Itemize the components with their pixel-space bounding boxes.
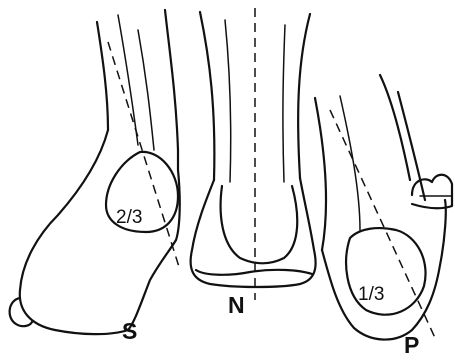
left-foot-outline [20,130,180,334]
left-axis-line [108,42,180,270]
right-foot: 1/3 P [315,75,452,356]
right-axis-line [330,110,436,340]
middle-foot: N [191,8,316,318]
left-letter-label: S [122,318,137,344]
left-ratio-label: 2/3 [116,207,142,228]
middle-letter-label: N [228,292,245,318]
right-ratio-label: 1/3 [358,284,384,305]
right-letter-label: P [404,332,419,356]
left-foot: 2/3 S [10,10,180,344]
middle-calcaneus [221,186,298,263]
right-foot-outline [322,200,446,340]
